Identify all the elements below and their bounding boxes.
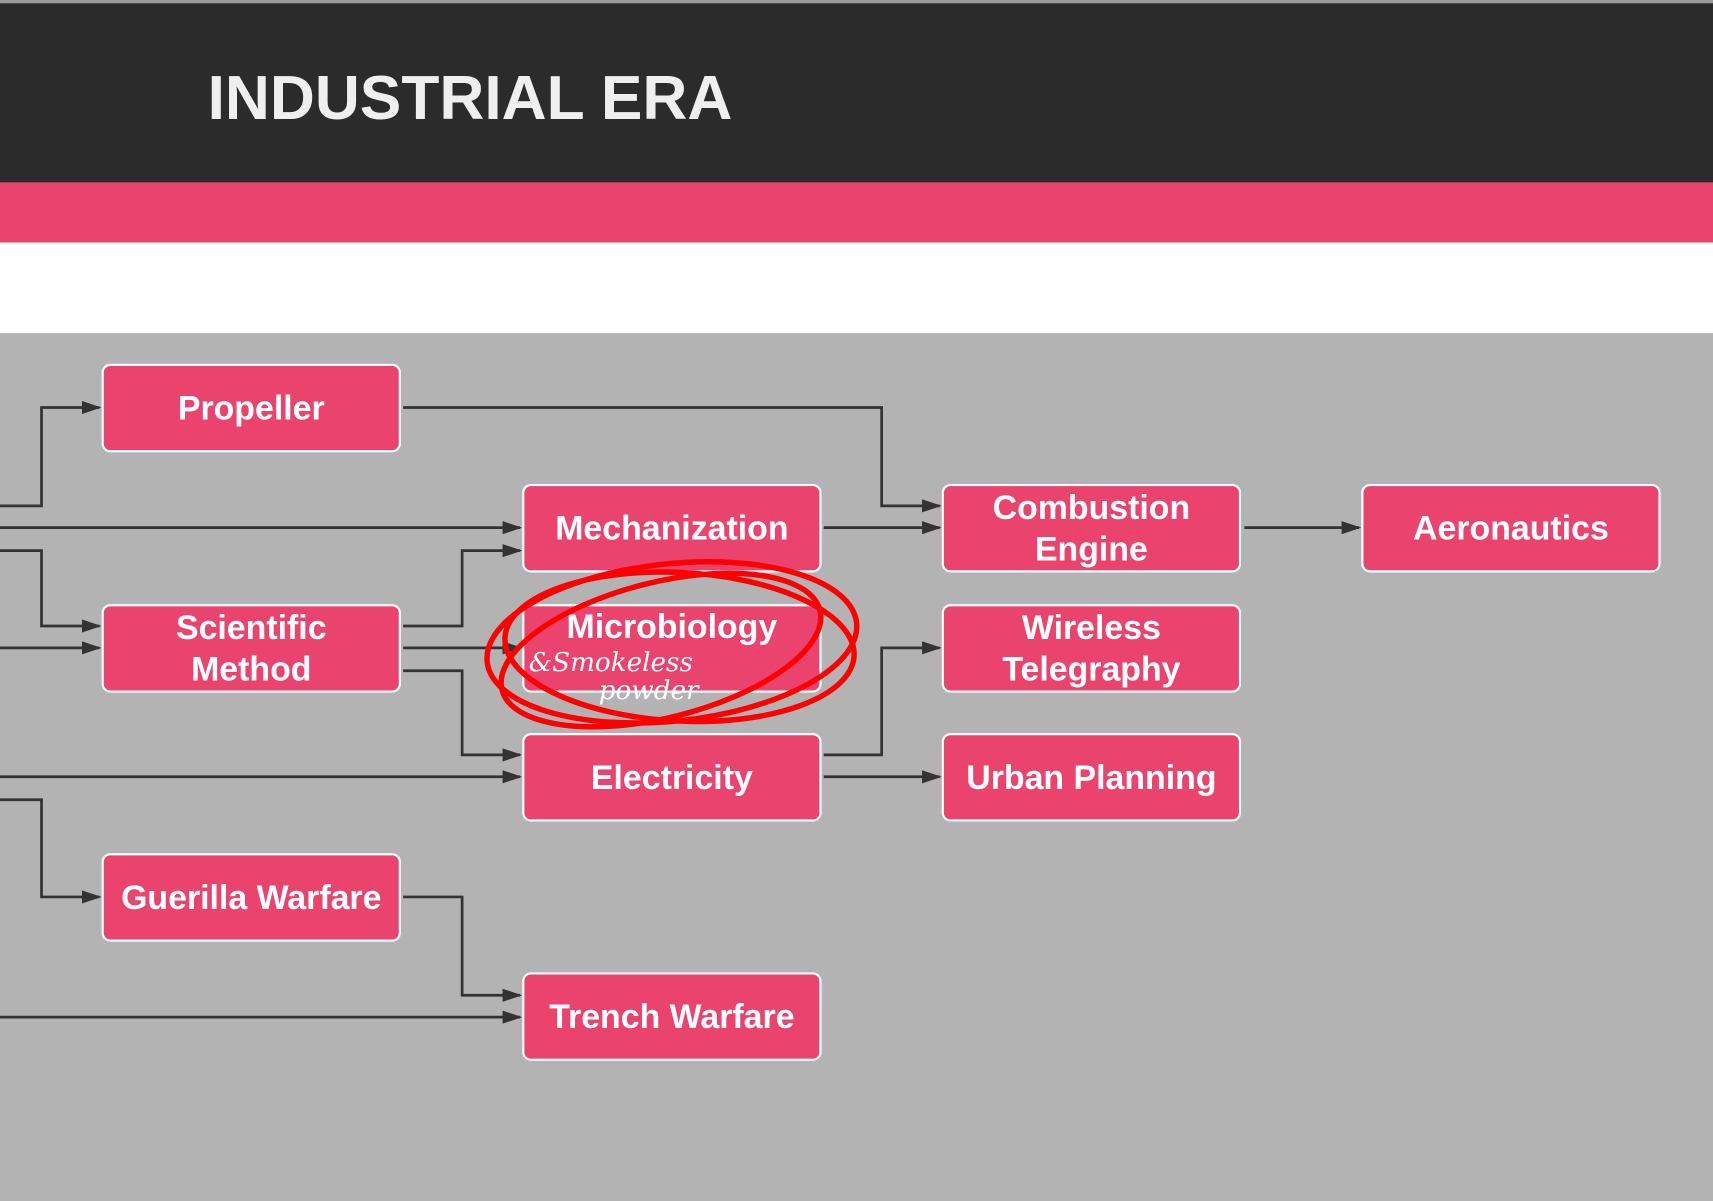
header-bar: INDUSTRIAL ERA [0, 3, 1713, 183]
connector-to-propeller [0, 400, 102, 508]
connector-scientific-to-electricity [403, 669, 523, 762]
node-aeronautics[interactable]: Aeronautics [1361, 483, 1661, 573]
node-guerilla-warfare[interactable]: Guerilla Warfare [101, 853, 401, 942]
handwritten-annotation-line2: powder [598, 675, 699, 706]
node-label: Trench Warfare [549, 996, 795, 1036]
node-label: Electricity [590, 757, 753, 796]
node-combustion-engine[interactable]: Combustion Engine [941, 483, 1242, 573]
accent-band [0, 182, 1713, 243]
handwritten-annotation-line1: &Smokeless [528, 646, 693, 678]
connector-propeller-to-combustion [403, 406, 942, 513]
node-label: Wireless Telegraphy [1002, 607, 1181, 688]
node-trench-warfare[interactable]: Trench Warfare [522, 972, 822, 1061]
tech-tree-canvas [0, 333, 1713, 1201]
node-propeller[interactable]: Propeller [101, 363, 401, 453]
node-label: Urban Planning [966, 757, 1217, 796]
connector-to-guerilla [0, 798, 102, 904]
node-label: Mechanization [555, 508, 789, 547]
node-label: Propeller [177, 388, 325, 427]
node-wireless-telegraphy[interactable]: Wireless Telegraphy [941, 604, 1242, 693]
node-label: Guerilla Warfare [121, 877, 382, 917]
node-label: Microbiology [566, 607, 778, 646]
white-band [0, 242, 1713, 334]
node-scientific-method[interactable]: Scientific Method [101, 604, 401, 693]
node-electricity[interactable]: Electricity [522, 733, 822, 822]
connector-scientific-to-mechanization [403, 544, 523, 628]
node-mechanization[interactable]: Mechanization [522, 483, 822, 573]
node-label: Scientific Method [175, 607, 327, 688]
connector-guerilla-to-trench [403, 895, 523, 1002]
connector-to-scientific-method [0, 549, 102, 633]
node-label: Combustion Engine [992, 487, 1191, 568]
node-urban-planning[interactable]: Urban Planning [941, 733, 1242, 822]
node-label: Aeronautics [1413, 508, 1609, 547]
top-border [0, 0, 1713, 4]
connector-electricity-to-wireless [823, 641, 942, 757]
page-title: INDUSTRIAL ERA [207, 63, 733, 134]
